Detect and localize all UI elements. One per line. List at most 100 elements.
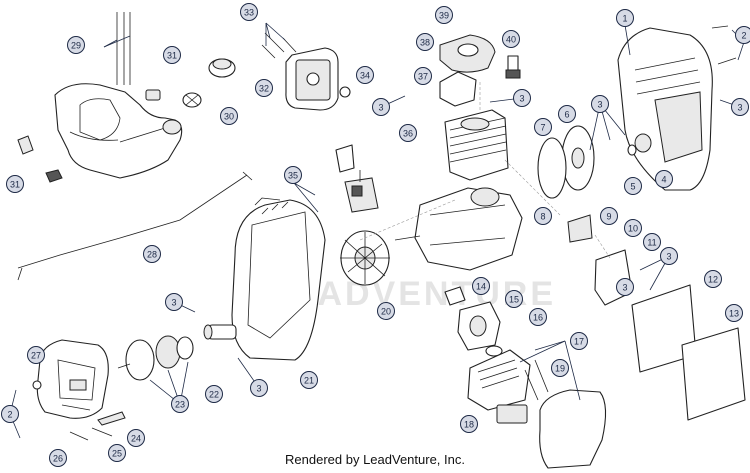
callout-28[interactable]: 28 xyxy=(143,245,161,263)
callout-7[interactable]: 7 xyxy=(534,118,552,136)
callout-label: 31 xyxy=(167,51,177,61)
callout-11[interactable]: 11 xyxy=(643,233,661,251)
part-1-shroud xyxy=(617,27,713,191)
callout-label: 31 xyxy=(10,180,20,190)
callout-14[interactable]: 14 xyxy=(472,277,490,295)
part-23-clutch xyxy=(117,335,194,381)
callout-label: 16 xyxy=(533,313,543,323)
part-9-plate xyxy=(567,214,593,243)
callout-13[interactable]: 13 xyxy=(725,304,743,322)
callout-17[interactable]: 17 xyxy=(570,332,588,350)
part-8-crankcase xyxy=(394,187,523,271)
callout-circle xyxy=(591,95,609,113)
callout-circle xyxy=(534,207,552,225)
callout-12[interactable]: 12 xyxy=(704,270,722,288)
part-6-plate xyxy=(561,125,595,191)
callout-3[interactable]: 3 xyxy=(731,98,749,116)
callout-19[interactable]: 19 xyxy=(551,359,569,377)
callout-27[interactable]: 27 xyxy=(27,346,45,364)
callout-32[interactable]: 32 xyxy=(255,79,273,97)
callout-2[interactable]: 2 xyxy=(735,26,750,44)
callout-label: 28 xyxy=(147,250,157,260)
callout-label: 22 xyxy=(209,390,219,400)
callout-29[interactable]: 29 xyxy=(67,36,85,54)
callout-39[interactable]: 39 xyxy=(435,6,453,24)
callout-8[interactable]: 8 xyxy=(534,207,552,225)
callout-26[interactable]: 26 xyxy=(49,449,67,467)
callout-34[interactable]: 34 xyxy=(356,66,374,84)
callout-37[interactable]: 37 xyxy=(414,67,432,85)
callout-label: 12 xyxy=(708,275,718,285)
callout-label: 3 xyxy=(378,103,383,113)
callout-label: 15 xyxy=(509,295,519,305)
part-18-filter-element xyxy=(496,404,528,424)
callout-circle xyxy=(558,105,576,123)
part-7-gasket-ring xyxy=(537,137,567,199)
callout-6[interactable]: 6 xyxy=(558,105,576,123)
callout-23[interactable]: 23 xyxy=(171,395,189,413)
callout-10[interactable]: 10 xyxy=(624,219,642,237)
callout-31[interactable]: 31 xyxy=(163,46,181,64)
callout-18[interactable]: 18 xyxy=(460,415,478,433)
callout-2[interactable]: 2 xyxy=(1,405,19,423)
part-clutch-housing xyxy=(36,339,109,419)
callout-38[interactable]: 38 xyxy=(416,33,434,51)
callout-3[interactable]: 3 xyxy=(616,278,634,296)
callout-circle xyxy=(67,36,85,54)
callout-9[interactable]: 9 xyxy=(600,207,618,225)
callout-circle xyxy=(372,98,390,116)
part-40-spark-plug xyxy=(505,55,521,79)
callout-16[interactable]: 16 xyxy=(529,308,547,326)
callout-40[interactable]: 40 xyxy=(502,30,520,48)
callout-20[interactable]: 20 xyxy=(377,302,395,320)
callout-circle xyxy=(570,332,588,350)
callout-label: 19 xyxy=(555,364,565,374)
callout-5[interactable]: 5 xyxy=(624,177,642,195)
part-19-screws xyxy=(524,359,549,401)
callout-circle xyxy=(255,79,273,97)
callout-24[interactable]: 24 xyxy=(127,429,145,447)
callout-label: 32 xyxy=(259,84,269,94)
callout-30[interactable]: 30 xyxy=(220,107,238,125)
callout-circle xyxy=(534,118,552,136)
callout-21[interactable]: 21 xyxy=(300,371,318,389)
callout-circle xyxy=(1,405,19,423)
part-air-cleaner-cover xyxy=(539,389,607,469)
callout-1[interactable]: 1 xyxy=(616,9,634,27)
callout-3[interactable]: 3 xyxy=(250,379,268,397)
callout-label: 18 xyxy=(464,420,474,430)
part-16-gasket xyxy=(485,345,503,357)
part-17-air-box xyxy=(467,349,531,411)
part-11-bracket xyxy=(594,249,633,306)
part-27-nut xyxy=(32,380,42,390)
callout-4[interactable]: 4 xyxy=(655,170,673,188)
callout-label: 27 xyxy=(31,351,41,361)
part-13-heat-shield xyxy=(681,327,746,421)
callout-label: 23 xyxy=(175,400,185,410)
callout-33[interactable]: 33 xyxy=(240,3,258,21)
callout-circle xyxy=(414,67,432,85)
callout-circle xyxy=(502,30,520,48)
callout-label: 7 xyxy=(540,123,545,133)
callout-circle xyxy=(513,89,531,107)
part-25-26-screws xyxy=(69,427,113,441)
callout-circle xyxy=(356,66,374,84)
callout-36[interactable]: 36 xyxy=(399,124,417,142)
callout-3[interactable]: 3 xyxy=(591,95,609,113)
callout-label: 39 xyxy=(439,11,449,21)
part-24-bracket xyxy=(97,411,126,426)
callout-3[interactable]: 3 xyxy=(513,89,531,107)
callout-3[interactable]: 3 xyxy=(660,247,678,265)
callout-circle xyxy=(704,270,722,288)
callout-25[interactable]: 25 xyxy=(108,444,126,462)
callout-15[interactable]: 15 xyxy=(505,290,523,308)
callout-circle xyxy=(460,415,478,433)
callout-22[interactable]: 22 xyxy=(205,385,223,403)
callout-label: 14 xyxy=(476,282,486,292)
part-33-screws xyxy=(261,32,297,59)
callout-35[interactable]: 35 xyxy=(284,166,302,184)
part-31-clip xyxy=(17,89,161,183)
callout-3[interactable]: 3 xyxy=(372,98,390,116)
callout-31[interactable]: 31 xyxy=(6,175,24,193)
callout-3[interactable]: 3 xyxy=(165,293,183,311)
